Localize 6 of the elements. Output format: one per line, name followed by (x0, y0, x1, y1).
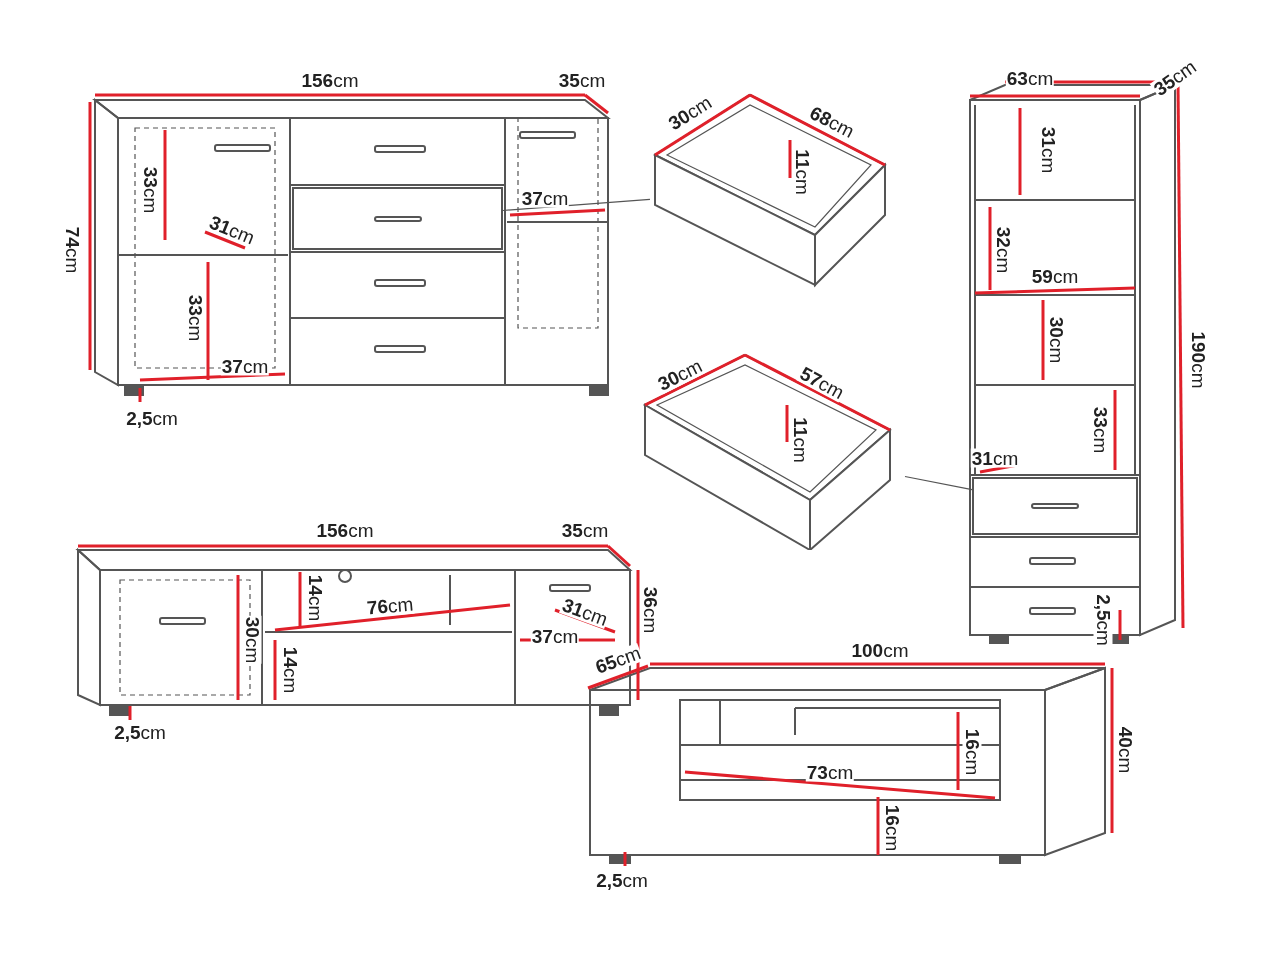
dimension-label: 16cm (962, 727, 982, 777)
dimension-label: 31cm (970, 448, 1020, 468)
dimension-label: 2,5cm (1093, 593, 1113, 647)
drawer-front (972, 477, 1138, 535)
leader-line (904, 475, 973, 491)
drawer-front (292, 187, 503, 250)
